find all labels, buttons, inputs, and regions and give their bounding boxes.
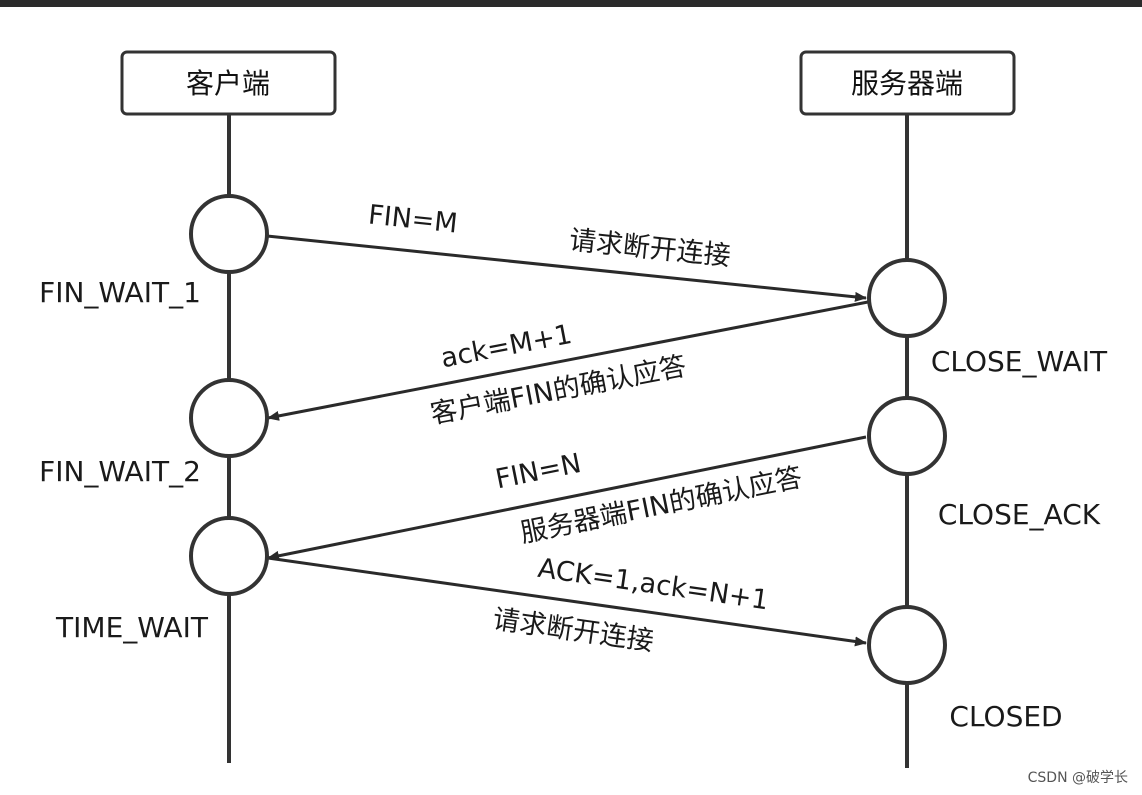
top-edge-bar: [0, 0, 1142, 7]
message-4-sublabel: 请求断开连接: [491, 604, 656, 658]
client-box: 客户端: [120, 50, 337, 116]
server-state-circle-1: [867, 258, 947, 338]
message-3-label: FIN=N: [493, 448, 584, 495]
client-state-fin-wait-1: FIN_WAIT_1: [39, 276, 201, 309]
client-title: 客户端: [186, 67, 270, 100]
client-state-circle-3: [189, 516, 269, 596]
message-4-label: ACK=1,ack=N+1: [536, 553, 771, 616]
arrow-fin-n: [267, 435, 867, 561]
message-2-label: ack=M+1: [438, 319, 574, 375]
arrow-ack-n1: [267, 556, 867, 647]
server-box: 服务器端: [799, 50, 1016, 116]
client-state-circle-1: [189, 194, 269, 274]
arrow-ack-m1: [267, 300, 869, 421]
message-1-label: FIN=M: [367, 200, 459, 240]
server-state-close-wait: CLOSE_WAIT: [931, 345, 1108, 378]
server-state-circle-3: [867, 605, 947, 685]
server-title: 服务器端: [851, 67, 963, 100]
csdn-watermark: CSDN @破学长: [1027, 770, 1128, 786]
client-state-fin-wait-2: FIN_WAIT_2: [39, 455, 201, 488]
message-1-sublabel: 请求断开连接: [568, 225, 732, 272]
client-state-time-wait: TIME_WAIT: [55, 611, 209, 644]
server-state-circle-2: [867, 396, 947, 476]
server-state-closed: CLOSED: [949, 700, 1062, 733]
client-state-circle-2: [189, 378, 269, 458]
arrow-fin-m: [266, 234, 867, 302]
server-state-close-ack: CLOSE_ACK: [938, 498, 1101, 531]
